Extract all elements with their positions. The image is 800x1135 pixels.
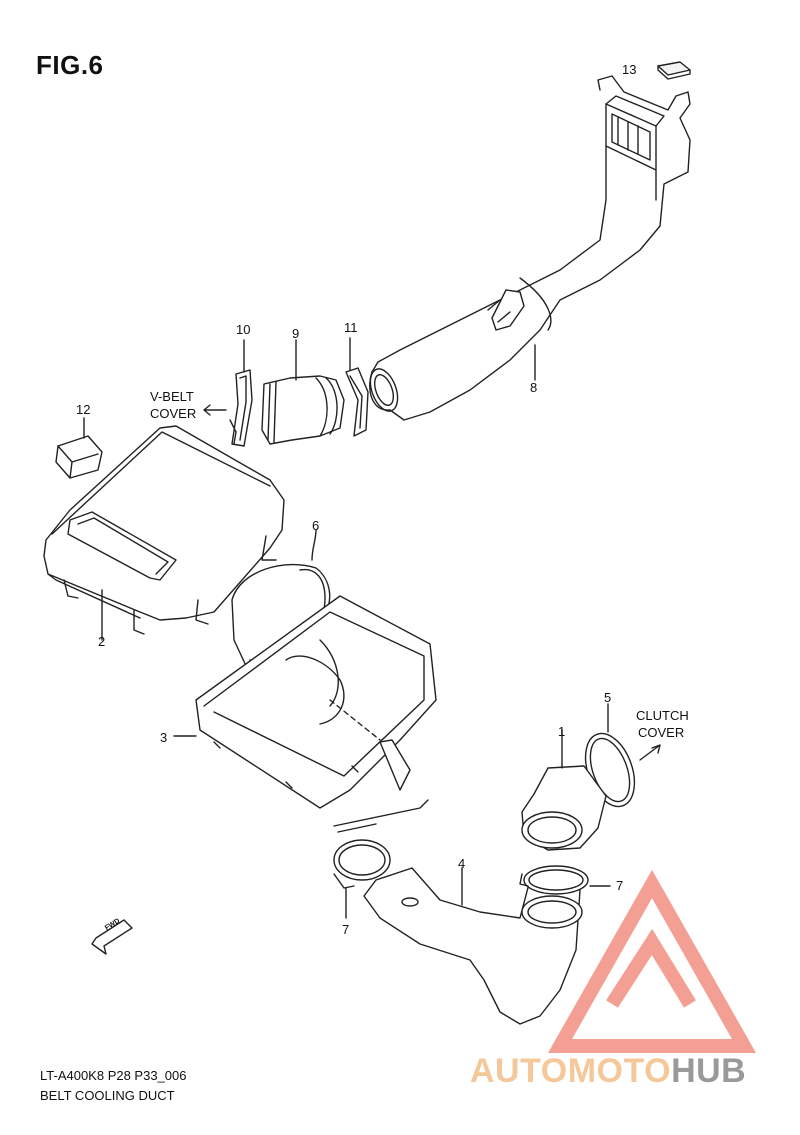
part-4-duct [363,867,583,1025]
part-2-cover [43,425,285,641]
part-7-clamp-right [519,865,611,895]
callout-12: 12 [76,402,91,417]
footer-caption: BELT COOLING DUCT [40,1088,175,1103]
note-clutch-cover: CLUTCH COVER [636,707,689,741]
part-9-hose [261,339,345,445]
part-13-pad [657,61,691,80]
watermark-text: AUTOMOTOHUB [470,1052,746,1091]
callout-3: 3 [160,730,168,745]
callout-1: 1 [558,724,566,739]
watermark-logo [547,869,757,1053]
part-10-clamp [229,339,253,447]
part-11-clamp [345,337,369,437]
watermark-word-b: HUB [671,1052,747,1090]
watermark-word-a: AUTOMOTO [470,1052,672,1090]
callout-13: 13 [622,62,637,77]
part-1-elbow [521,729,607,851]
callout-9: 9 [292,326,300,341]
callout-11: 11 [344,320,358,335]
note-vbelt-line1: V-BELT [150,389,194,404]
callout-7-left: 7 [342,922,350,937]
callout-7-right: 7 [616,878,624,893]
callout-4: 4 [458,856,466,871]
note-clutch-line2: COVER [638,725,685,740]
part-7-clamp-left [333,839,391,919]
callout-6: 6 [312,518,320,533]
figure-title: FIG.6 [36,50,104,80]
footer-code: LT-A400K8 P28 P33_006 [40,1068,187,1083]
fwd-arrow [91,919,133,955]
part-12-block [55,417,103,479]
callout-8: 8 [530,380,538,395]
callout-2: 2 [98,634,106,649]
part-8-duct [369,75,691,421]
part-3-tray [173,595,437,809]
note-vbelt-line2: COVER [150,406,197,421]
note-clutch-line1: CLUTCH [636,708,689,723]
callout-5: 5 [604,690,612,705]
callout-10: 10 [236,322,251,337]
note-vbelt-cover: V-BELT COVER [150,388,196,422]
